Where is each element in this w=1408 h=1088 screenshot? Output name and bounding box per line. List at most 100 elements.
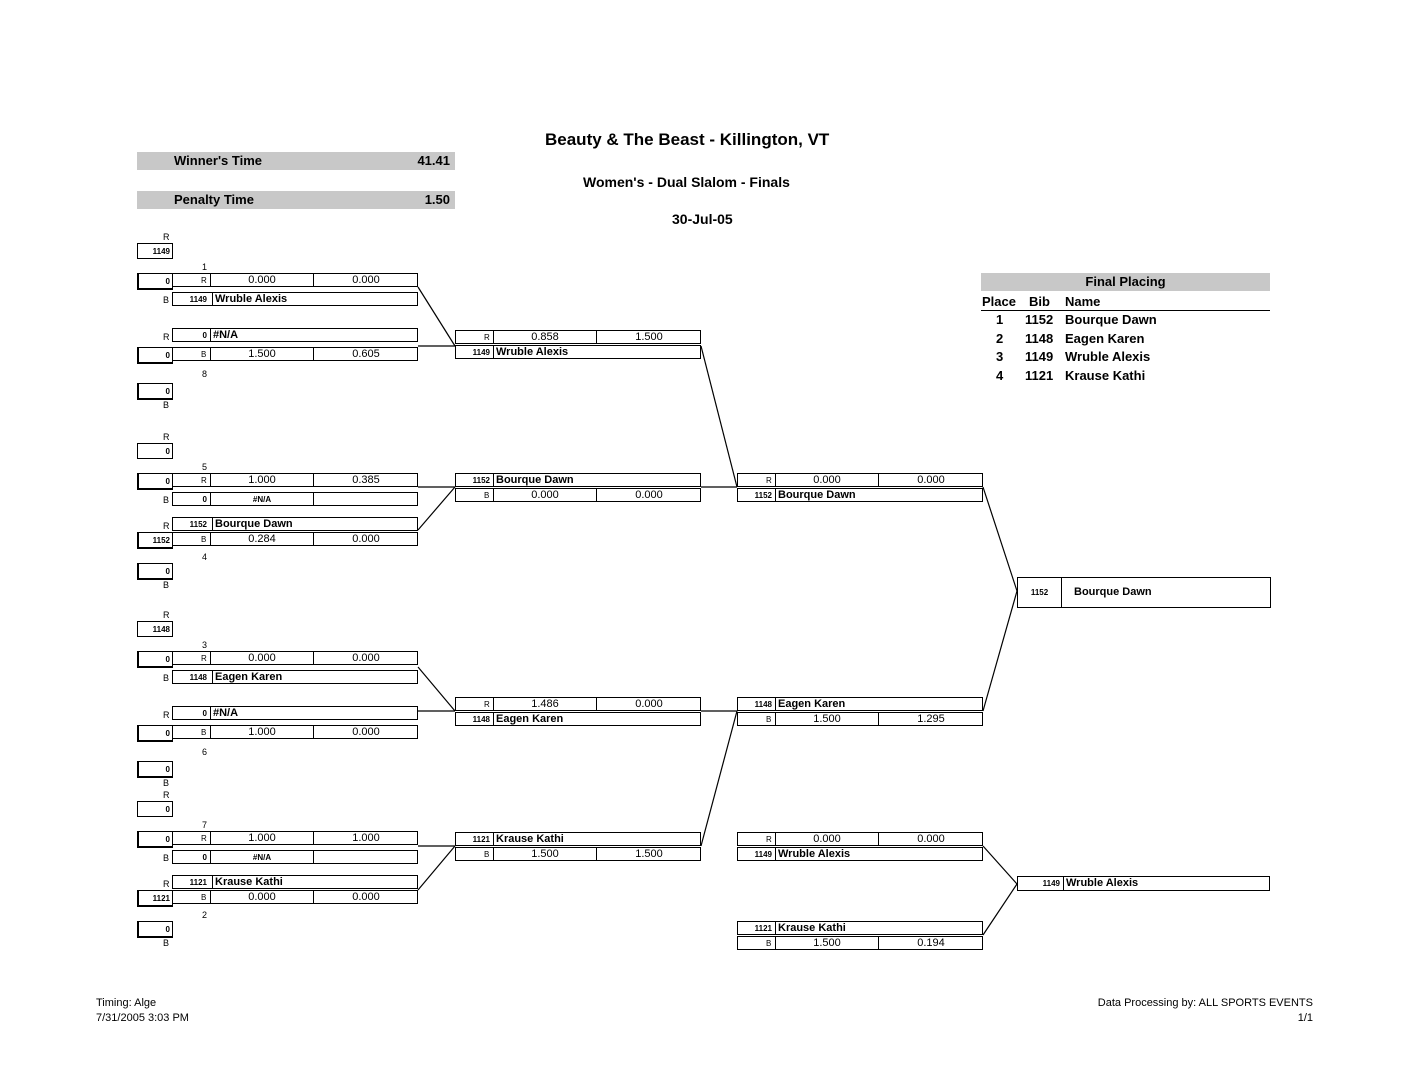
event-subtitle: Women's - Dual Slalom - Finals: [583, 174, 790, 190]
label-b: B: [484, 491, 490, 500]
final-placing-col-place: Place: [982, 294, 1016, 309]
placing-place: 3: [996, 349, 1004, 364]
upper-time-1: 1.000: [210, 474, 313, 487]
upper-name: #N/A: [210, 493, 313, 506]
connector-line: [982, 883, 1018, 936]
bib: 1152: [754, 491, 772, 500]
seed-top: 1: [202, 262, 208, 272]
lower-time-2: 0.000: [313, 891, 418, 904]
upper-b-value: 0: [202, 853, 207, 862]
left-bib-box: 1149: [137, 243, 173, 259]
heat-lower-name: 0#N/A: [172, 706, 418, 720]
run-time-2: 1.500: [596, 331, 701, 344]
final-placing-col-bib: Bib: [1029, 294, 1050, 309]
run-time-2: 1.500: [596, 848, 701, 861]
label-r: R: [201, 654, 207, 663]
event-date: 30-Jul-05: [672, 211, 733, 227]
run-time-2: 0.000: [596, 698, 701, 711]
label-b: B: [163, 295, 170, 305]
heat-upper-name: 0#N/A: [172, 850, 418, 864]
bib: 1149: [472, 348, 490, 357]
placing-bib: 1121: [1025, 367, 1054, 383]
label-r: R: [201, 276, 207, 285]
label-r: R: [766, 476, 772, 485]
winners-time-value: 41.41: [417, 153, 450, 168]
upper-time-2: 1.000: [313, 832, 418, 845]
run-time-2: 0.194: [878, 937, 983, 950]
lower-bib: 1152: [189, 520, 207, 529]
extra-value: 0: [165, 925, 170, 934]
final-placing-header: Final Placing: [981, 273, 1270, 291]
left-b-value: 0: [165, 351, 170, 360]
lower-bib: 1121: [189, 878, 207, 887]
placing-place: 4: [996, 367, 1004, 383]
page-title: Beauty & The Beast - Killington, VT: [545, 130, 830, 149]
extra-value: 0: [165, 567, 170, 576]
upper-name: Eagen Karen: [212, 671, 282, 684]
seed-bot: 2: [202, 910, 208, 920]
label-r: R: [201, 476, 207, 485]
label-b: B: [201, 893, 207, 902]
placing-name: Wruble Alexis: [1065, 349, 1151, 364]
lower-time-1: 1.500: [210, 348, 313, 361]
lower-time-1: 0.284: [210, 533, 313, 546]
run-time-1: 0.000: [493, 489, 596, 502]
bib: 1121: [472, 835, 490, 844]
left-b-box: 0: [137, 347, 173, 364]
final-placing-title: Final Placing: [1085, 274, 1166, 289]
connector-line: [700, 710, 738, 847]
bib: 1149: [754, 850, 772, 859]
placing-name: Eagen Karen: [1065, 330, 1145, 346]
connector-line: [417, 286, 456, 347]
upper-name: #N/A: [210, 851, 313, 864]
upper-time-1: 0.000: [210, 274, 313, 287]
left-r-box: 0: [137, 651, 173, 668]
placing-name: Bourque Dawn: [1065, 312, 1157, 327]
heat-lower-name: 0#N/A: [172, 328, 418, 342]
label-b: B: [163, 673, 170, 683]
footer-processing: Data Processing by: ALL SPORTS EVENTS: [1097, 997, 1313, 1009]
run-time-2: 0.000: [596, 489, 701, 502]
extra-box: 0: [137, 563, 173, 580]
final-placing-rule: [981, 310, 1270, 311]
placing-place: 1: [996, 312, 1004, 327]
lower-time-2: 0.000: [313, 726, 418, 739]
run-time-1: 0.000: [775, 833, 878, 846]
seed-top: 3: [202, 640, 208, 650]
racer-name: Bourque Dawn: [493, 474, 574, 487]
bib: 1148: [472, 715, 490, 724]
left-bib: 1149: [152, 247, 170, 256]
racer-name: Eagen Karen: [493, 713, 563, 726]
final-placing-col-name: Name: [1065, 294, 1101, 309]
label-b: B: [163, 400, 170, 410]
connector-line: [417, 666, 456, 712]
left-r-value: 0: [165, 277, 170, 286]
footer-page: 1/1: [1297, 1012, 1313, 1024]
lower-time-2: 0.605: [313, 348, 418, 361]
lower-r-value: 0: [202, 331, 207, 340]
racer-name: Bourque Dawn: [775, 489, 856, 502]
lower-time-1: 0.000: [210, 891, 313, 904]
label-r: R: [163, 710, 170, 720]
left-bib-box: 1148: [137, 621, 173, 637]
run-time-1: 1.500: [775, 937, 878, 950]
left-b-box: 0: [137, 725, 173, 742]
